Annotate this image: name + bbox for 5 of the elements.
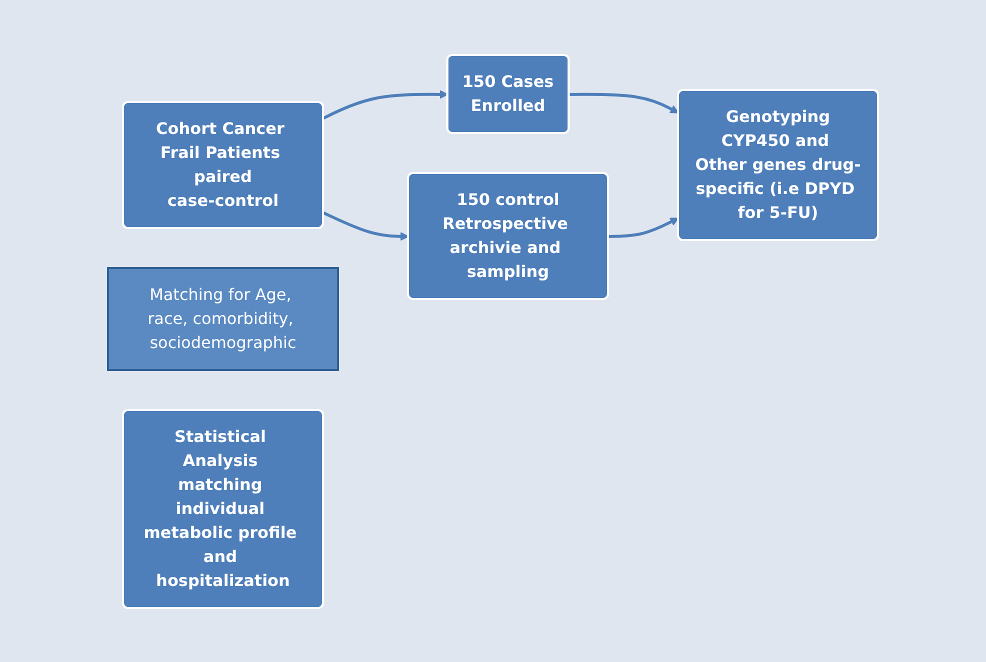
arrow <box>322 90 448 120</box>
arrow <box>569 92 679 113</box>
arrow <box>608 217 679 238</box>
arrow <box>322 210 409 240</box>
node-box: Matching for Age, race, comorbidity, sociodemographic <box>107 266 339 370</box>
